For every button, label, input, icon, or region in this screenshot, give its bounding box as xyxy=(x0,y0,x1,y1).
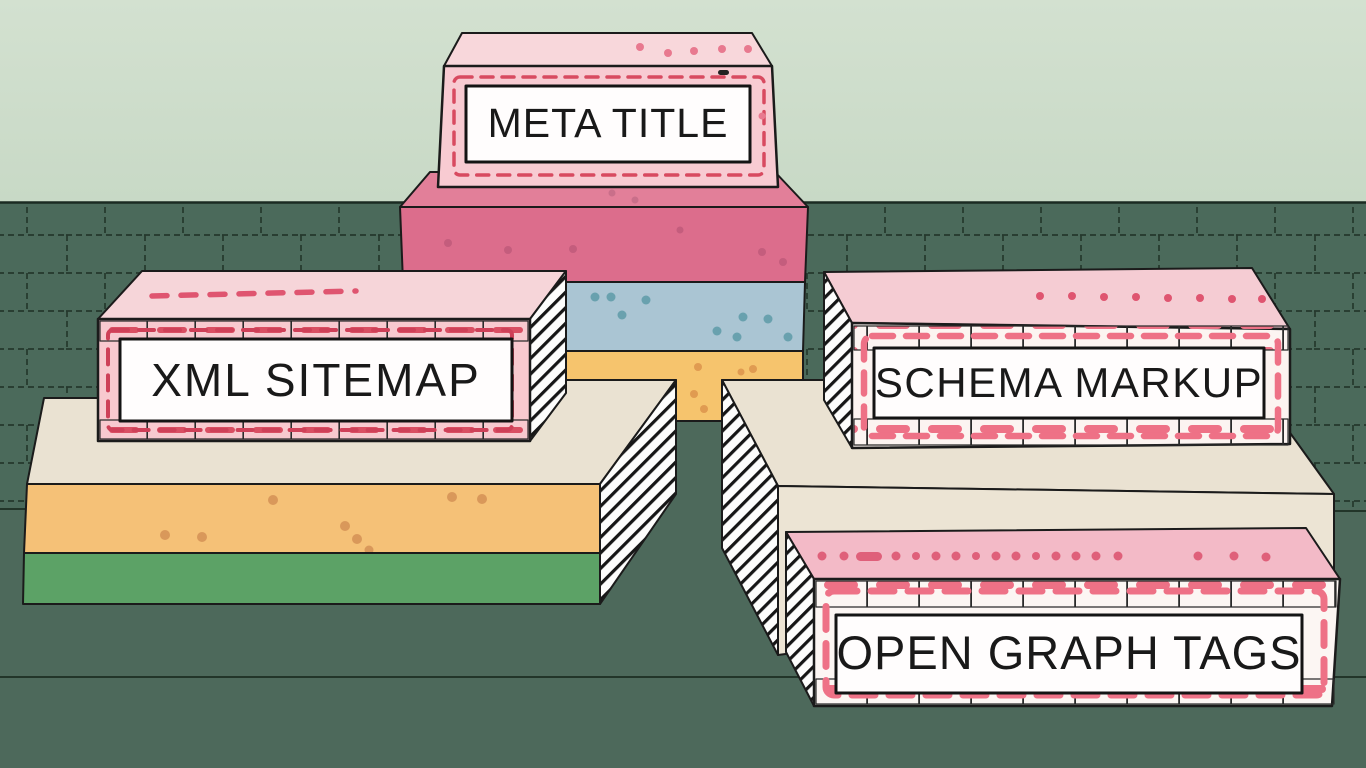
meta-dashed-border xyxy=(452,75,766,177)
meta-label-plate xyxy=(464,84,752,164)
schema-label-plate xyxy=(872,346,1266,420)
meta-title-block: META TITLE xyxy=(436,32,780,189)
schema-markup-block: SCHEMA MARKUP xyxy=(823,267,1292,450)
blue-layer-dots xyxy=(590,292,793,342)
left-slab-green-layer xyxy=(22,552,601,605)
orange-layer-dots xyxy=(160,492,487,555)
og-label-plate xyxy=(834,613,1304,695)
meta-title-label: META TITLE xyxy=(488,100,729,146)
pink-layer-dots xyxy=(444,189,787,266)
og-dashed-border xyxy=(822,587,1328,699)
schema-top-dot-row xyxy=(1036,292,1266,303)
schema-box-top-face xyxy=(823,267,1291,330)
xml-sitemap-block: XML SITEMAP xyxy=(96,270,567,443)
open-graph-tags-label: OPEN GRAPH TAGS xyxy=(836,626,1301,679)
open-graph-tags-block: OPEN GRAPH TAGS xyxy=(785,527,1342,708)
meta-top-dot-row xyxy=(636,43,752,57)
xml-sitemap-label: XML SITEMAP xyxy=(151,354,481,406)
xml-top-dash-row xyxy=(149,288,359,299)
schema-tile-row-bottom xyxy=(853,418,1289,446)
left-slab-orange-layer xyxy=(23,483,601,554)
yellow-layer-dots xyxy=(690,363,757,413)
xml-label-plate xyxy=(118,337,514,423)
og-top-dot-row xyxy=(817,551,1271,562)
schema-markup-label: SCHEMA MARKUP xyxy=(875,359,1263,406)
meta-pink-dot-accent xyxy=(758,112,766,120)
schema-dashed-border xyxy=(860,332,1282,440)
meta-black-dash-accent xyxy=(718,70,729,75)
